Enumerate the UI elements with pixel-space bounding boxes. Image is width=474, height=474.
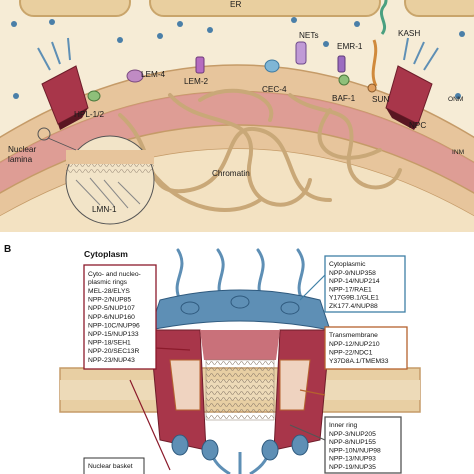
- chromatin-fibers: [118, 88, 402, 212]
- transmembrane-item: NPP-12/NUP210: [329, 341, 380, 348]
- nuclear-basket-title: Nuclear basket: [88, 463, 133, 470]
- cytoplasmic-item: NPP-9/NUP358: [329, 270, 376, 277]
- cec4-label: CEC-4: [262, 85, 287, 94]
- rings-item: NPP-2/NUP85: [88, 297, 131, 304]
- lmn1-label: LMN-1: [92, 205, 117, 214]
- nuclear-basket-box: Nuclear basket: [83, 457, 145, 474]
- npc-left: [37, 37, 89, 130]
- transmembrane-item: Y37D8A.1/TMEM33: [329, 358, 389, 365]
- perinuclear-space: [0, 91, 474, 194]
- rings-item: NPP-6/NUP160: [88, 314, 135, 321]
- panel-a: ER NETs EMR-1 KASH LEM-4 HPL-1/2 LEM-2 C…: [0, 0, 474, 232]
- npc-label: NPC: [409, 121, 426, 130]
- cytoplasmic-item: Y17G9B.1/GLE1: [329, 295, 379, 302]
- baf1-label: BAF-1: [332, 94, 356, 103]
- panel-b-letter: B: [4, 244, 11, 255]
- inner-item: NPP-13/NUP93: [329, 456, 376, 463]
- npc-right: [385, 37, 439, 130]
- inner-item: NPP-10N/NUP98: [329, 447, 381, 454]
- box-connectors: [129, 274, 326, 471]
- inner-item: NPP-3/NUP205: [329, 431, 376, 438]
- rings-item: NPP-23/NUP43: [88, 357, 135, 364]
- rings-title-1: Cyto- and nucleo-: [88, 271, 141, 278]
- nuclear-lamina-label-1: Nuclear: [8, 145, 36, 154]
- cytoplasmic-title: Cytoplasmic: [329, 261, 366, 268]
- chromatin-label: Chromatin: [212, 169, 250, 178]
- npc-body: [149, 289, 331, 474]
- er-label: ER: [230, 0, 241, 9]
- endoplasmic-reticulum: [19, 0, 474, 17]
- kash-label: KASH: [398, 29, 420, 38]
- ribosome-dots: [11, 17, 465, 99]
- emr1-protein: [337, 55, 346, 73]
- lem4-protein: [126, 69, 144, 83]
- inner-item: NPP-8/NUP155: [329, 439, 376, 446]
- nuclear-lamina-label-2: lamina: [8, 155, 33, 164]
- sun-kash-complex: [367, 0, 388, 93]
- rings-item: NPP-18/SEH1: [88, 340, 131, 347]
- transmembrane-item: NPP-22/NDC1: [329, 349, 373, 356]
- cytoplasmic-box: Cytoplasmic NPP-9/NUP358NPP-14/NUP214NPP…: [324, 255, 406, 313]
- cec4-protein: [264, 59, 280, 73]
- inner-ring-box: Inner ring NPP-3/NUP205NPP-8/NUP155NPP-1…: [324, 416, 402, 474]
- onm-label: ONM: [448, 96, 463, 103]
- cytoplasmic-item: ZK177.4/NUP88: [329, 303, 378, 310]
- baf1-protein: [338, 74, 350, 86]
- cytoplasm-label: Cytoplasm: [84, 249, 128, 259]
- rings-item: NPP-20/SEC13R: [88, 348, 139, 355]
- emr1-label: EMR-1: [337, 42, 363, 51]
- cytoplasmic-item: NPP-17/RAE1: [329, 286, 372, 293]
- rings-title-2: plasmic rings: [88, 279, 128, 286]
- transmembrane-box: Transmembrane NPP-12/NUP210NPP-22/NDC1Y3…: [324, 326, 408, 370]
- lem4-label: LEM-4: [141, 70, 166, 79]
- lamina-zoom-inset: [37, 127, 155, 225]
- hpl-protein: [87, 90, 101, 102]
- nets-label: NETs: [299, 31, 319, 40]
- lem2-label: LEM-2: [184, 77, 209, 86]
- transmembrane-title: Transmembrane: [329, 332, 378, 339]
- nets-protein: [295, 41, 307, 65]
- hpl-label: HPL-1/2: [74, 110, 104, 119]
- rings-box: Cyto- and nucleo- plasmic rings MEL-28/E…: [83, 264, 157, 370]
- panel-b: B Cytoplasm: [4, 244, 421, 474]
- rings-item: NPP-5/NUP107: [88, 305, 135, 312]
- cytoplasmic-item: NPP-14/NUP214: [329, 278, 380, 285]
- rings-item: NPP-10C/NUP96: [88, 322, 140, 329]
- rings-item: NPP-15/NUP133: [88, 331, 139, 338]
- sun-label: SUN: [372, 95, 389, 104]
- lem2-protein: [195, 56, 205, 74]
- rings-item: MEL-28/ELYS: [88, 288, 130, 295]
- inm-label: INM: [452, 149, 464, 156]
- inner-ring-title: Inner ring: [329, 422, 358, 429]
- inner-item: NPP-19/NUP35: [329, 464, 376, 471]
